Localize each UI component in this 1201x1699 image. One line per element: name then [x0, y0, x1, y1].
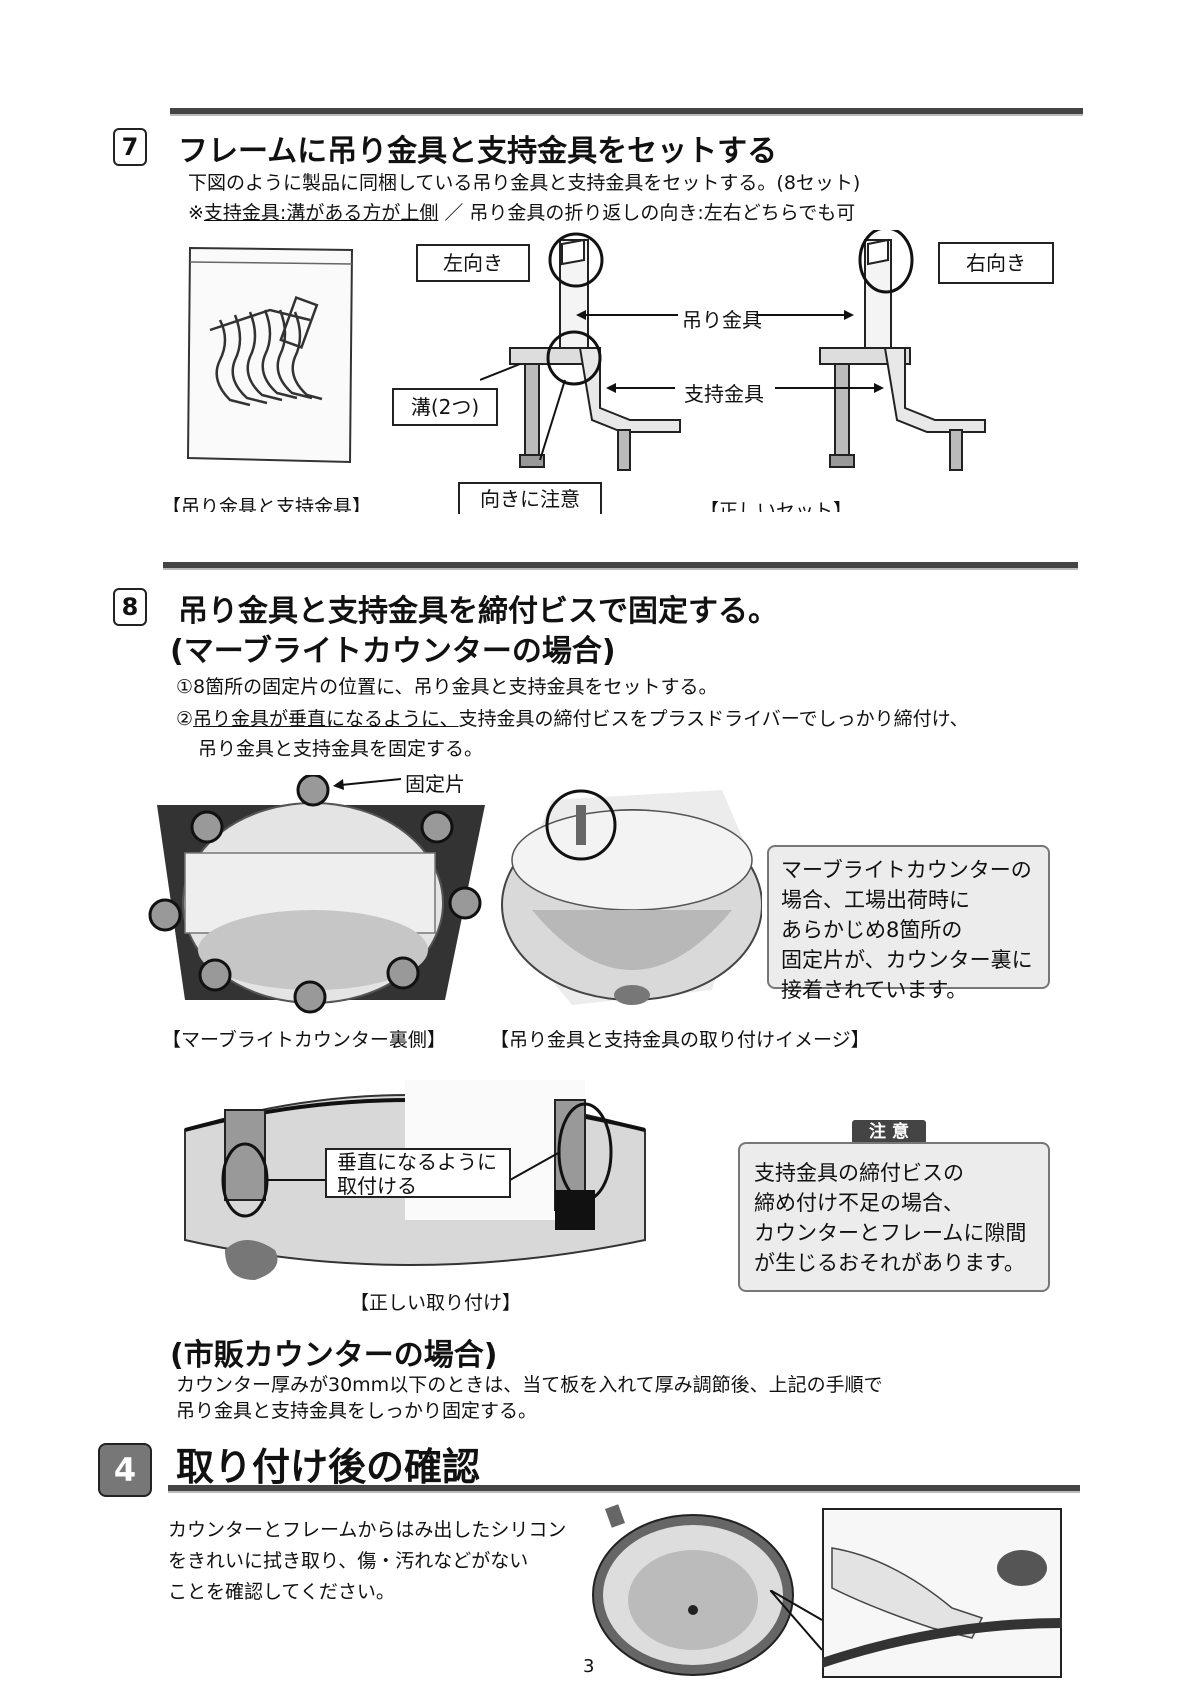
note-line: 場合、工場出荷時に: [781, 888, 970, 912]
step-number: 8: [113, 588, 147, 626]
note-line: マーブライトカウンターの: [781, 858, 1032, 882]
note-line: 接着されています。: [781, 978, 968, 1002]
body-line: をきれいに拭き取り、傷・汚れなどがない: [168, 1550, 529, 1572]
label-line: 垂直になるように: [337, 1150, 497, 1174]
note-line: 固定片が、カウンター裏に: [781, 948, 1033, 972]
wiping-detail-photo: [822, 1508, 1062, 1678]
basin-photo: [592, 1504, 794, 1676]
section-rule: [170, 108, 1083, 116]
caption-bag: 【吊り金具と支持金具】: [162, 496, 372, 512]
step-subtitle: (マーブライトカウンターの場合): [170, 634, 616, 669]
label-caution-direction: 向きに注意: [458, 482, 602, 514]
caption-counter-back: 【マーブライトカウンター裏側】: [162, 1029, 446, 1051]
counter-back-photo: [148, 775, 485, 1014]
note-line: あらかじめ8箇所の: [781, 918, 963, 942]
section-title: 取り付け後の確認: [176, 1445, 481, 1489]
label-groove: 溝(2つ): [392, 388, 498, 426]
section-rule: [168, 1485, 1080, 1493]
step7-arrows: [576, 310, 884, 393]
label-right-facing: 右向き: [938, 242, 1054, 284]
label-fixing-piece: 固定片: [405, 772, 465, 796]
label-line: 取付ける: [337, 1174, 417, 1198]
step-item-2: ②吊り金具が垂直になるように、支持金具の締付ビスをプラスドライバーでしっかり締付…: [176, 708, 969, 730]
commercial-line-2: 吊り金具と支持金具をしっかり固定する。: [176, 1400, 538, 1422]
section-number: 4: [98, 1443, 152, 1497]
section-rule: [163, 562, 1078, 570]
caution-line: 支持金具の締付ビスの: [754, 1161, 964, 1185]
caution-tag: 注 意: [852, 1120, 926, 1144]
commercial-line-1: カウンター厚みが30mm以下のときは、当て板を入れて厚み調節後、上記の手順で: [176, 1374, 883, 1396]
page-number: 3: [583, 1656, 595, 1677]
fixing-arrow: [333, 778, 402, 790]
bag-illustration: [186, 246, 354, 464]
label-hanger: 吊り金具: [682, 308, 762, 332]
step-title: フレームに吊り金具と支持金具をセットする: [178, 134, 778, 169]
caption-install-image: 【吊り金具と支持金具の取り付けイメージ】: [490, 1029, 870, 1051]
step-item-1: ①8箇所の固定片の位置に、吊り金具と支持金具をセットする。: [176, 676, 718, 698]
caution-line: が生じるおそれがあります。: [754, 1251, 1025, 1275]
label-left-facing: 左向き: [416, 244, 530, 282]
step-note: ※支持金具:溝がある方が上側 ／ 吊り金具の折り返しの向き:左右どちらでも可: [188, 202, 856, 224]
label-support: 支持金具: [684, 382, 764, 406]
body-line: カウンターとフレームからはみ出したシリコン: [168, 1519, 567, 1541]
section-body: カウンターとフレームからはみ出したシリコン をきれいに拭き取り、傷・汚れなどがな…: [168, 1515, 566, 1608]
caption-correct-install: 【正しい取り付け】: [350, 1292, 522, 1314]
install-image-photo: [501, 789, 762, 1005]
step-instruction: 下図のように製品に同梱している吊り金具と支持金具をセットする。(8セット): [188, 172, 861, 194]
commercial-counter-title: (市販カウンターの場合): [170, 1338, 498, 1373]
bracket-left-illustration: [480, 232, 681, 471]
caution-line: カウンターとフレームに隙間: [754, 1221, 1027, 1245]
marbrite-note-box: マーブライトカウンターの 場合、工場出荷時に あらかじめ8箇所の 固定片が、カウ…: [767, 845, 1050, 1002]
caption-correct-set: 【正しいセット】: [700, 500, 853, 512]
step-number: 7: [113, 128, 147, 166]
detail-connector: [770, 1590, 823, 1651]
label-vertical-install: 垂直になるように 取付ける: [325, 1148, 511, 1198]
caution-box: 支持金具の締付ビスの 締め付け不足の場合、 カウンターとフレームに隙間 が生じる…: [738, 1142, 1050, 1292]
step-item-2-cont: 吊り金具と支持金具を固定する。: [198, 738, 484, 760]
body-line: ことを確認してください。: [168, 1581, 395, 1603]
step-title: 吊り金具と支持金具を締付ビスで固定する。: [178, 594, 778, 629]
caution-line: 締め付け不足の場合、: [754, 1191, 964, 1215]
